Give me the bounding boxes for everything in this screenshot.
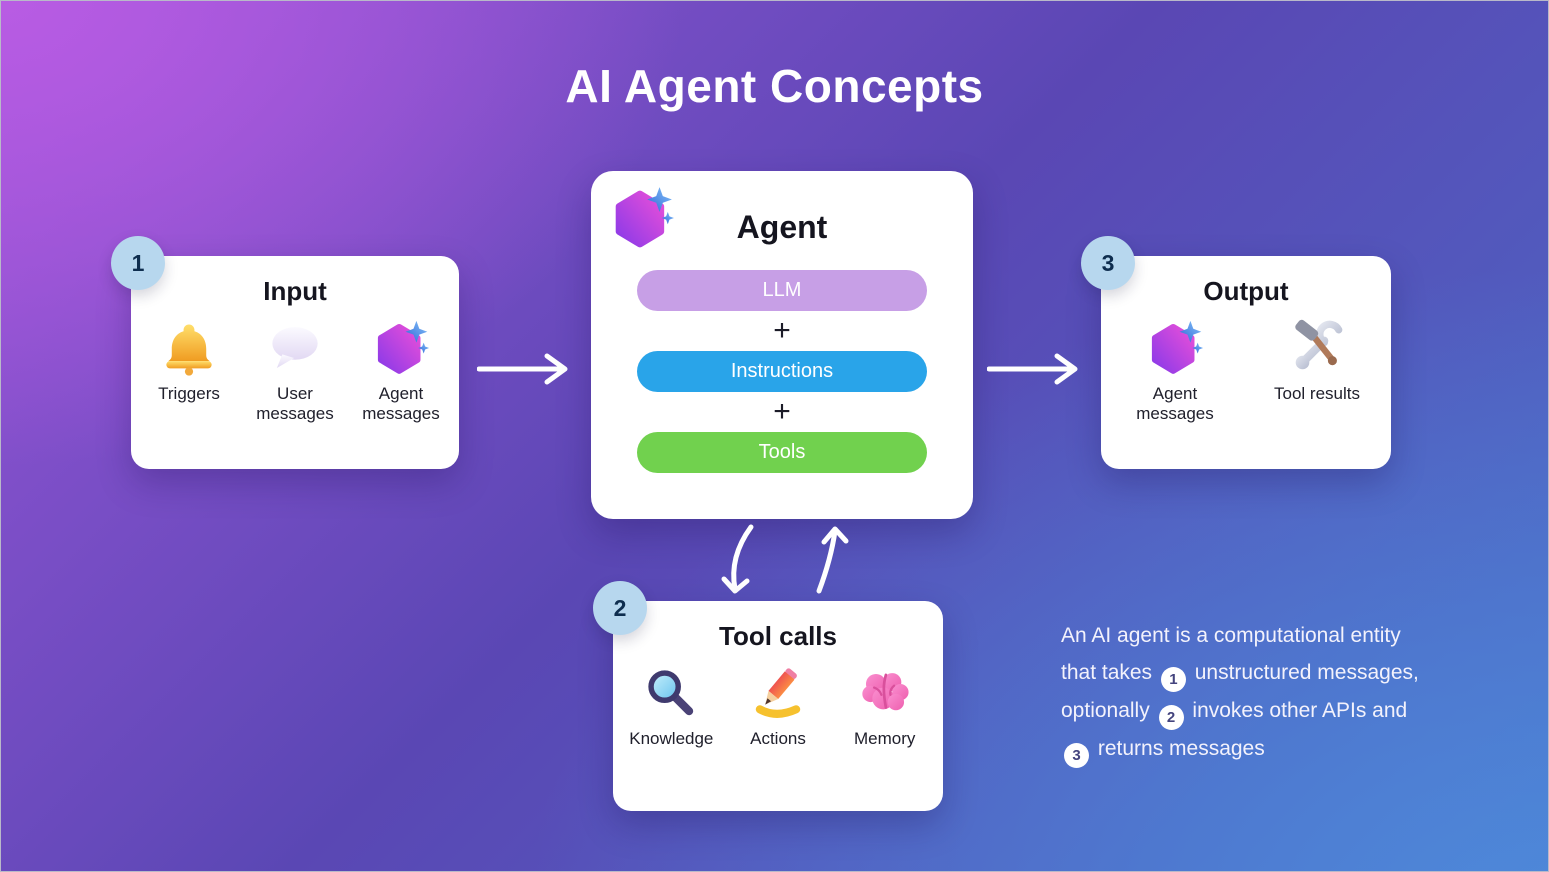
- toolcalls-item-memory: Memory: [834, 664, 935, 749]
- item-label: Knowledge: [629, 729, 714, 748]
- description-text: An AI agent is a computational entity th…: [1061, 617, 1427, 768]
- item-label: Memory: [853, 729, 916, 748]
- item-label: Agent messages: [1136, 384, 1214, 424]
- page-title: AI Agent Concepts: [565, 60, 984, 112]
- bell-icon: [160, 319, 218, 377]
- item-label: Agent messages: [362, 384, 440, 424]
- toolcalls-item-actions: Actions: [728, 664, 829, 749]
- brain-icon: [856, 664, 914, 722]
- arrow-toolcalls-to-agent: [816, 526, 849, 594]
- tools-pill: Tools: [637, 432, 927, 473]
- agent-hexagon-icon: [372, 319, 430, 377]
- inline-badge-3: 3: [1064, 743, 1089, 768]
- agent-card: Agent LLM + Instructions + Tools: [591, 171, 973, 519]
- speech-bubble-icon: [266, 319, 324, 377]
- magnifier-icon: [642, 664, 700, 722]
- output-item-agent-messages: Agent messages: [1122, 319, 1228, 424]
- item-label: Actions: [750, 729, 806, 748]
- plus-separator: +: [773, 395, 791, 428]
- description-segment: invokes other APIs and: [1186, 699, 1408, 722]
- item-label: Triggers: [158, 384, 220, 403]
- input-card: 1 Input Triggers: [111, 236, 459, 469]
- arrow-agent-to-toolcalls: [721, 524, 754, 594]
- item-label: Tool results: [1274, 384, 1360, 403]
- arrow-agent-to-output: [987, 353, 1078, 385]
- agent-stack: LLM + Instructions + Tools: [637, 270, 927, 473]
- output-card-title: Output: [1203, 276, 1289, 306]
- input-items: Triggers User messages: [131, 319, 459, 424]
- tool-calls-items: Knowledge Actions: [613, 664, 943, 749]
- instructions-pill: Instructions: [637, 351, 927, 392]
- input-item-user-messages: User messages: [245, 319, 345, 424]
- input-item-triggers: Triggers: [139, 319, 239, 424]
- agent-card-title: Agent: [736, 209, 828, 245]
- step-badge-3: 3: [1081, 236, 1135, 290]
- tool-calls-card: 2 Tool calls Knowledge: [593, 581, 943, 811]
- inline-badge-1: 1: [1160, 667, 1186, 692]
- hammer-wrench-icon: [1288, 319, 1346, 377]
- step-badge-2: 2: [593, 581, 647, 635]
- step-badge-1: 1: [111, 236, 165, 290]
- input-item-agent-messages: Agent messages: [351, 319, 451, 424]
- output-item-tool-results: Tool results: [1264, 319, 1370, 424]
- input-card-title: Input: [263, 276, 327, 306]
- arrow-input-to-agent: [477, 353, 568, 385]
- agent-hexagon-icon: [609, 185, 675, 251]
- toolcalls-item-knowledge: Knowledge: [621, 664, 722, 749]
- output-items: Agent messages Tool results: [1101, 319, 1391, 424]
- tool-calls-card-title: Tool calls: [719, 621, 837, 651]
- description-segment: unstructured messages, optionally: [1061, 661, 1419, 722]
- inline-badge-2: 2: [1158, 705, 1184, 730]
- output-card: 3 Output Agent messages: [1081, 236, 1391, 469]
- llm-pill: LLM: [637, 270, 927, 311]
- agent-hexagon-icon: [1146, 319, 1204, 377]
- item-label: User messages: [256, 384, 334, 424]
- plus-separator: +: [773, 314, 791, 347]
- description-segment: returns messages: [1092, 737, 1265, 760]
- description-segment: An AI agent is a computational entity th…: [1061, 624, 1401, 684]
- agent-toolcalls-arrows: [721, 524, 849, 594]
- pencil-icon: [749, 664, 807, 722]
